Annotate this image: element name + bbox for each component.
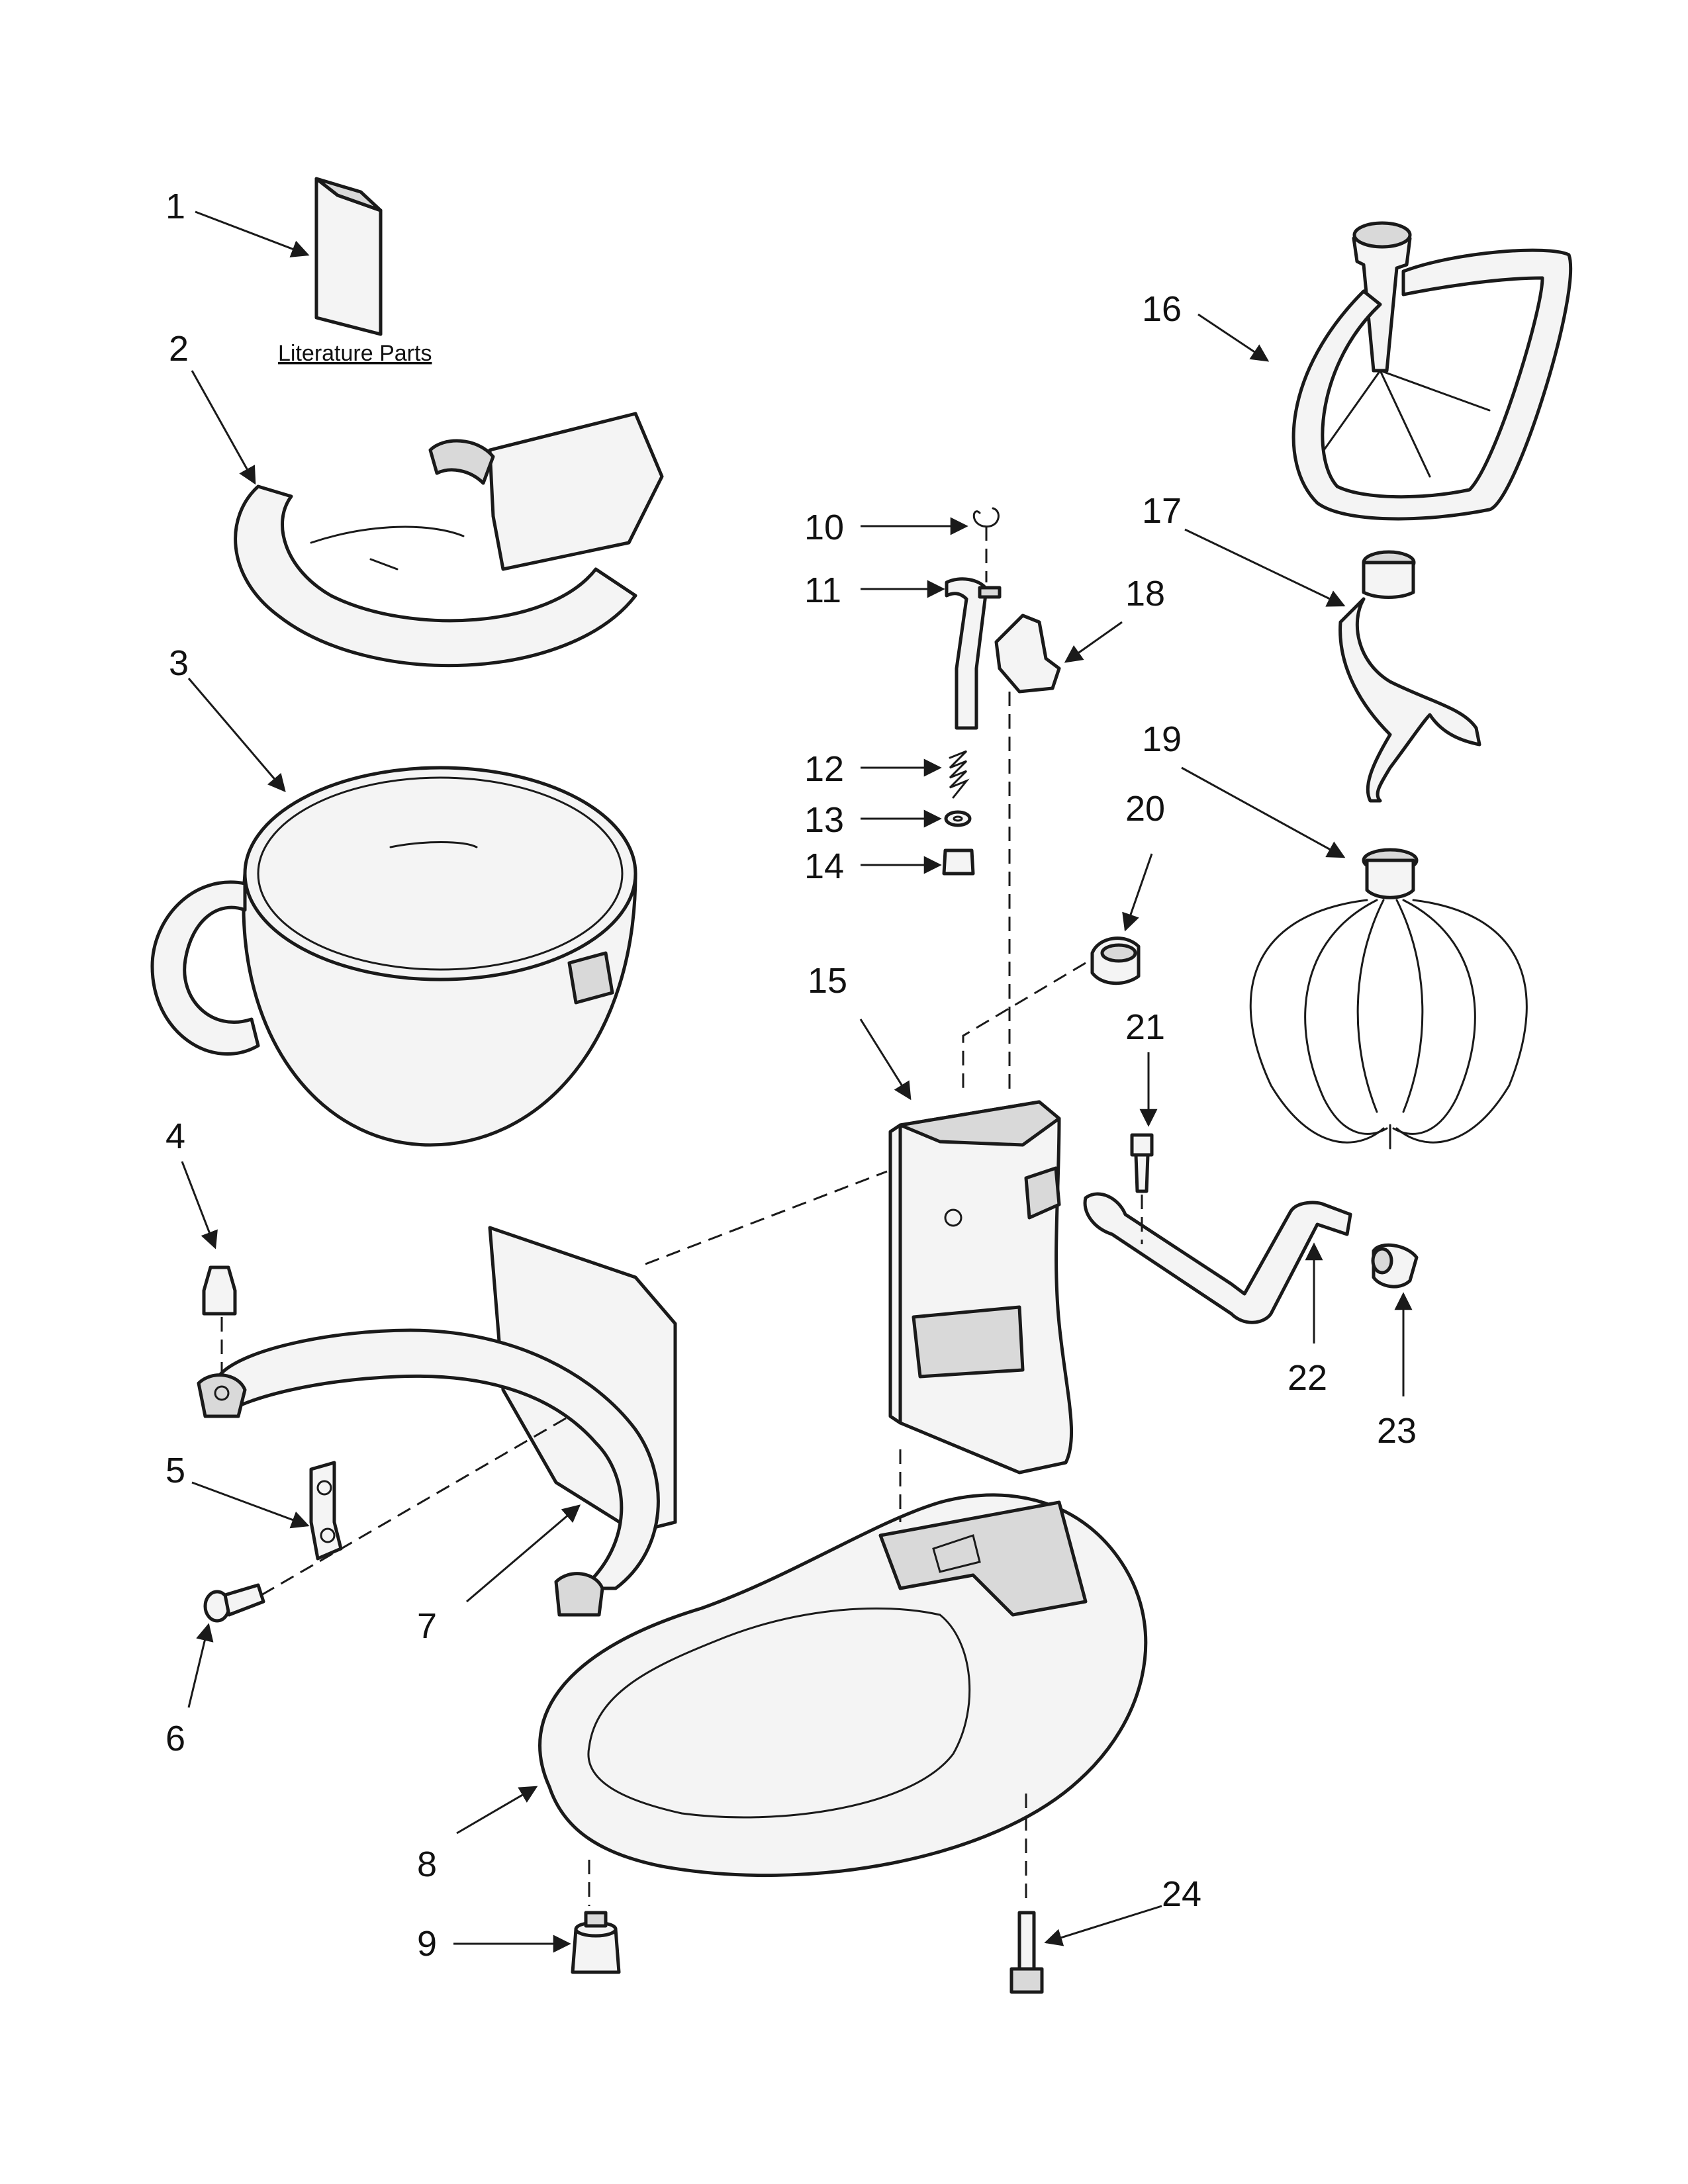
lock-part [994, 614, 1061, 694]
nut-part [942, 848, 975, 876]
crank-shaft-part [1083, 1192, 1352, 1324]
callout-7: 7 [417, 1606, 437, 1646]
assembly-lines [220, 526, 1143, 1906]
callout-labels: 1 2 3 4 5 6 7 8 9 10 11 12 13 14 15 16 1… [165, 187, 1417, 1964]
callout-18: 18 [1125, 574, 1165, 614]
callout-15: 15 [808, 961, 847, 1001]
callout-19: 19 [1142, 719, 1182, 759]
base-part [538, 1493, 1148, 1878]
callout-14: 14 [804, 846, 844, 886]
spring-part [949, 750, 970, 799]
pin-part [202, 1265, 237, 1316]
callout-11: 11 [804, 570, 841, 610]
literature-parts-part [314, 177, 383, 336]
foot-part [571, 1911, 621, 1974]
callout-2: 2 [169, 329, 189, 369]
lever-part [945, 577, 1002, 730]
bolt-part [1009, 1911, 1044, 1994]
callout-13: 13 [804, 800, 844, 840]
callout-8: 8 [417, 1844, 437, 1884]
callout-22: 22 [1288, 1358, 1327, 1398]
callout-10: 10 [804, 508, 844, 547]
callout-3: 3 [169, 643, 189, 683]
ring-part [972, 507, 1000, 528]
callout-21: 21 [1125, 1007, 1165, 1047]
callout-23: 23 [1377, 1411, 1417, 1451]
washer-part [944, 810, 972, 827]
pouring-shield-part [234, 412, 664, 668]
callout-9: 9 [417, 1924, 437, 1964]
cap-part [1371, 1243, 1419, 1289]
callout-16: 16 [1142, 289, 1182, 329]
wire-whip-part [1249, 848, 1528, 1150]
screw-part [203, 1583, 265, 1623]
flat-beater-part [1291, 221, 1573, 521]
bracket-part [309, 1461, 343, 1561]
callout-17: 17 [1142, 491, 1182, 531]
callout-12: 12 [804, 749, 844, 789]
bowl-clamping-plate-part [197, 1226, 677, 1617]
callout-5: 5 [165, 1451, 185, 1490]
callout-20: 20 [1125, 789, 1165, 829]
callout-4: 4 [165, 1116, 185, 1156]
knob-part [1090, 936, 1141, 985]
bowl-part [150, 766, 637, 1147]
callout-1: 1 [165, 187, 185, 226]
callout-leaders [181, 210, 1413, 1953]
callout-6: 6 [165, 1719, 185, 1758]
set-screw-part [1130, 1133, 1154, 1193]
dough-hook-part [1338, 550, 1481, 803]
literature-parts-caption: Literature Parts [278, 341, 432, 366]
column-part [888, 1100, 1074, 1475]
callout-24: 24 [1162, 1874, 1201, 1914]
